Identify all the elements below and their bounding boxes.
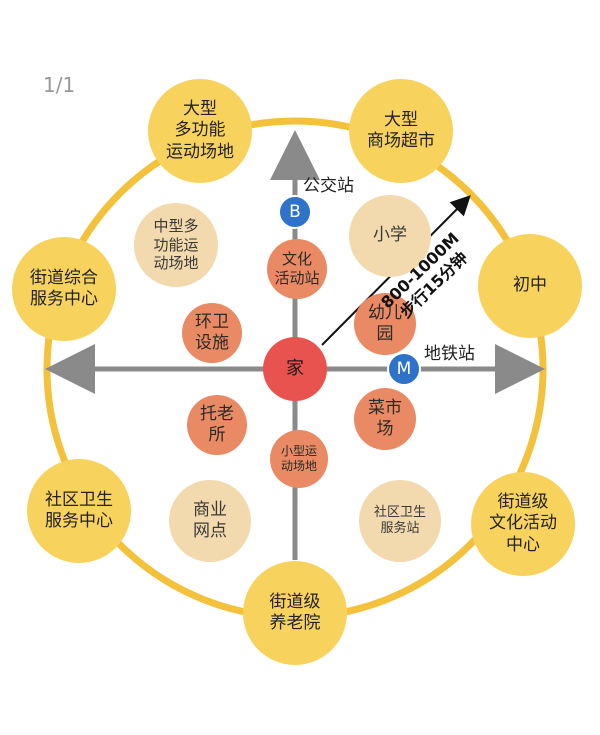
node-retail-outlets: 商业 网点 [169, 480, 251, 562]
node-senior-daycare: 托老 所 [187, 395, 247, 455]
node-sanitation: 环卫 设施 [182, 303, 242, 363]
page-indicator: 1/1 [43, 73, 76, 97]
node-primary-school: 小学 [349, 195, 431, 277]
node-home: 家 [263, 337, 327, 401]
node-small-sports-field: 小型运 动场地 [270, 430, 328, 488]
node-shopping-mall: 大型 商场超市 [349, 79, 453, 183]
node-kindergarten: 幼儿 园 [354, 293, 416, 355]
bus-stop-label: 公交站 [303, 176, 354, 196]
node-culture-center: 街道级 文化活动 中心 [471, 472, 575, 576]
node-medium-sports-field: 中型多 功能运 动场地 [134, 203, 218, 287]
node-middle-school: 初中 [478, 234, 582, 338]
node-health-center: 社区卫生 服务中心 [27, 459, 131, 563]
node-service-center: 街道综合 服务中心 [12, 237, 116, 341]
bus-stop-badge: B [278, 195, 312, 229]
metro-station-label: 地铁站 [424, 344, 475, 364]
node-elderly-home: 街道级 养老院 [243, 561, 347, 665]
node-vegetable-market: 菜市 场 [354, 388, 416, 450]
node-culture-station: 文化 活动站 [267, 239, 327, 299]
node-large-sports-field: 大型 多功能 运动场地 [148, 79, 252, 183]
metro-station-badge: M [387, 352, 421, 386]
node-health-station: 社区卫生 服务站 [359, 480, 441, 562]
